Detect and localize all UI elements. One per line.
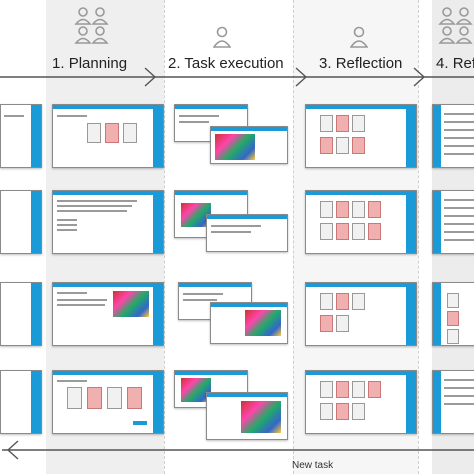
screenshot-thumbnail <box>432 370 474 434</box>
phase-label-planning: 1. Planning <box>52 55 128 72</box>
screenshot-thumbnail <box>0 190 42 254</box>
screenshot-thumbnail <box>0 370 42 434</box>
chevron-right-icon <box>413 67 426 87</box>
screenshot-thumbnail <box>432 190 474 254</box>
phase-label-group-reflection: 4. Ref <box>436 55 474 72</box>
screenshot-thumbnail <box>305 370 417 434</box>
screenshot-thumbnail <box>305 190 417 254</box>
screenshot-thumbnail <box>0 104 42 168</box>
screenshot-thumbnail <box>305 282 417 346</box>
person-icon <box>213 26 231 48</box>
chevron-left-icon <box>6 440 19 460</box>
screenshot-thumbnail <box>305 104 417 168</box>
screenshot-thumbnail <box>52 370 164 434</box>
group-of-people-icon <box>438 7 473 44</box>
group-of-people-icon <box>74 7 109 44</box>
screenshot-thumbnail <box>210 126 288 164</box>
screenshot-thumbnail <box>206 392 288 440</box>
screenshot-thumbnail <box>432 104 474 168</box>
screenshot-thumbnail <box>210 302 288 344</box>
chevron-right-icon <box>295 67 308 87</box>
column-divider <box>418 0 419 474</box>
screenshot-thumbnail <box>52 282 164 346</box>
chevron-right-icon <box>144 67 157 87</box>
column-divider <box>293 0 294 474</box>
phase-label-task-execution: 2. Task execution <box>168 55 284 72</box>
new-task-label: New task <box>292 460 334 471</box>
phase-label-reflection: 3. Reflection <box>319 55 403 72</box>
screenshot-thumbnail <box>52 104 164 168</box>
screenshot-thumbnail <box>206 214 288 252</box>
person-icon <box>350 26 368 48</box>
screenshot-thumbnail <box>52 190 164 254</box>
column-divider <box>164 0 165 474</box>
screenshot-thumbnail <box>0 282 42 346</box>
screenshot-thumbnail <box>432 282 474 346</box>
